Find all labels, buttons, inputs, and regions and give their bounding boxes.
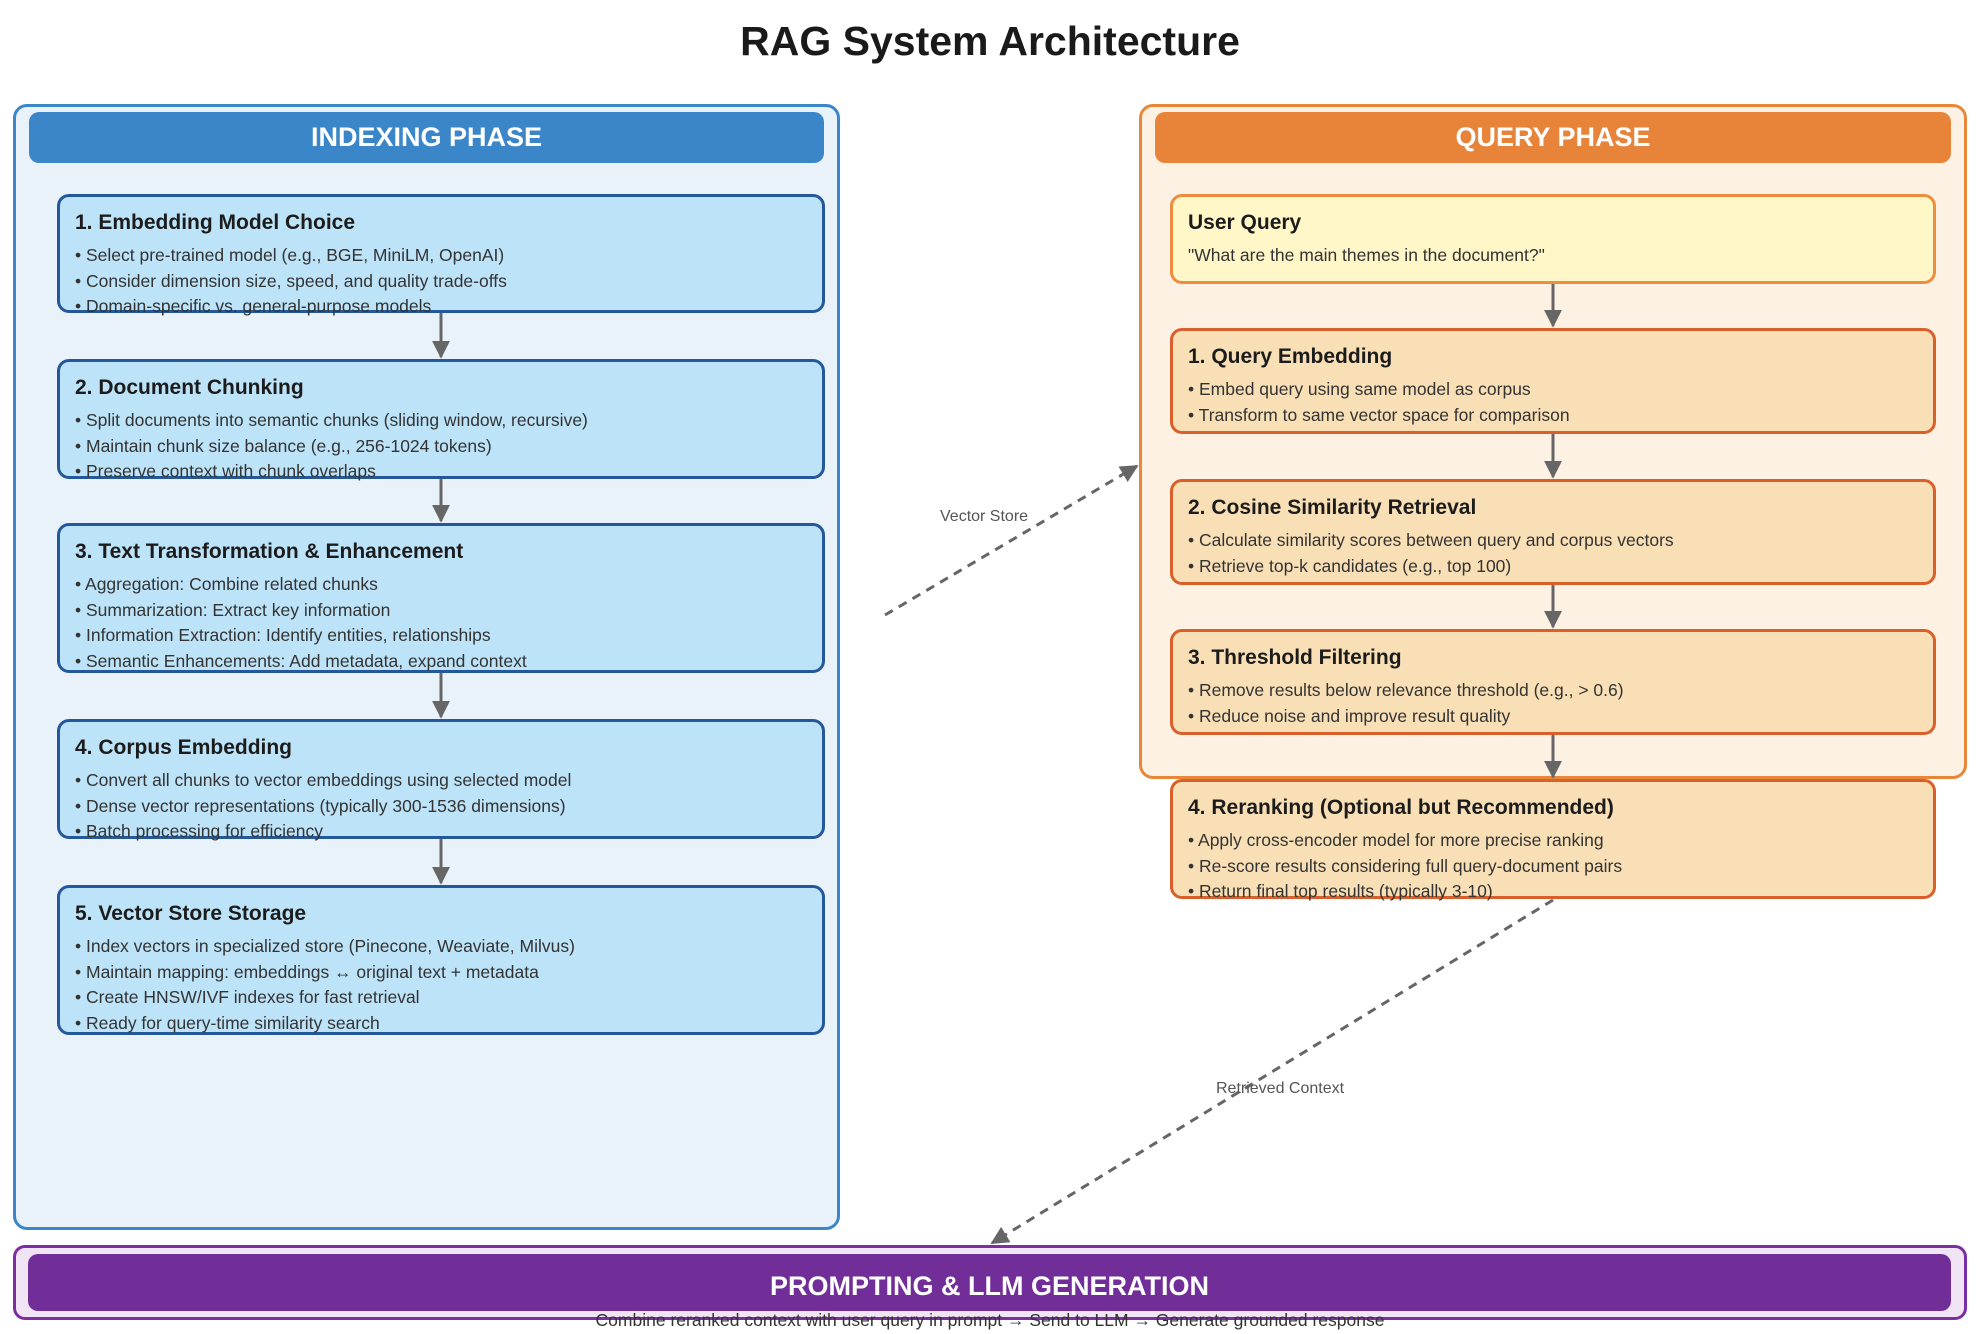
indexing-step-document-chunking: 2. Document Chunking • Split documents i… [57, 359, 825, 481]
step-bullet: • Domain-specific vs. general-purpose mo… [75, 296, 432, 316]
diagram-title: RAG System Architecture [740, 18, 1240, 64]
query-step-cosine-similarity: 2. Cosine Similarity Retrieval • Calcula… [1170, 479, 1936, 585]
step-bullet: • Batch processing for efficiency [75, 821, 324, 841]
user-query-text: "What are the main themes in the documen… [1188, 245, 1545, 265]
edge-label-vector-store: Vector Store [940, 508, 1029, 525]
arrow-vector-store [884, 464, 1139, 617]
step-bullet: • Create HNSW/IVF indexes for fast retri… [75, 987, 420, 1007]
query-phase-header: QUERY PHASE [1155, 112, 1951, 163]
query-step-reranking: 4. Reranking (Optional but Recommended) … [1170, 779, 1936, 901]
step-title: 1. Embedding Model Choice [75, 211, 356, 234]
step-bullet: • Semantic Enhancements: Add metadata, e… [75, 650, 527, 671]
step-bullet: • Calculate similarity scores between qu… [1188, 530, 1674, 550]
edge-label-retrieved-context: Retrieved Context [1216, 1080, 1345, 1097]
step-title: 2. Document Chunking [75, 376, 304, 399]
step-bullet: • Ready for query-time similarity search [75, 1012, 380, 1033]
step-title: 4. Corpus Embedding [75, 736, 293, 759]
step-title: 3. Threshold Filtering [1188, 646, 1402, 669]
step-bullet: • Remove results below relevance thresho… [1188, 680, 1624, 700]
step-bullet: • Maintain chunk size balance (e.g., 256… [75, 435, 492, 456]
step-title: 3. Text Transformation & Enhancement [75, 540, 464, 563]
step-bullet: • Split documents into semantic chunks (… [75, 410, 588, 430]
step-bullet: • Re-score results considering full quer… [1188, 855, 1623, 876]
step-bullet: • Select pre-trained model (e.g., BGE, M… [75, 245, 505, 265]
step-bullet: • Maintain mapping: embeddings ↔ origina… [75, 961, 539, 982]
step-bullet: • Aggregation: Combine related chunks [75, 574, 378, 594]
generation-phase-header: PROMPTING & LLM GENERATION [28, 1254, 1951, 1311]
step-bullet: • Dense vector representations (typicall… [75, 795, 566, 816]
step-bullet: • Reduce noise and improve result qualit… [1188, 705, 1511, 726]
step-bullet: • Summarization: Extract key information [75, 599, 391, 620]
step-title: 1. Query Embedding [1188, 345, 1393, 368]
step-bullet: • Embed query using same model as corpus [1188, 379, 1531, 399]
step-bullet: • Consider dimension size, speed, and qu… [75, 270, 507, 291]
step-bullet: • Apply cross-encoder model for more pre… [1188, 830, 1604, 850]
step-title: 2. Cosine Similarity Retrieval [1188, 496, 1477, 519]
indexing-step-corpus-embedding: 4. Corpus Embedding • Convert all chunks… [57, 719, 825, 841]
indexing-step-embedding-model-choice: 1. Embedding Model Choice • Select pre-t… [57, 194, 825, 316]
step-bullet: • Retrieve top-k candidates (e.g., top 1… [1188, 555, 1512, 576]
indexing-phase-header: INDEXING PHASE [29, 112, 824, 163]
step-title: 5. Vector Store Storage [75, 902, 307, 925]
step-bullet: • Index vectors in specialized store (Pi… [75, 936, 575, 956]
step-bullet: • Convert all chunks to vector embedding… [75, 770, 572, 790]
step-bullet: • Information Extraction: Identify entit… [75, 625, 491, 645]
indexing-step-vector-store-storage: 5. Vector Store Storage • Index vectors … [57, 885, 825, 1035]
query-step-query-embedding: 1. Query Embedding • Embed query using s… [1170, 328, 1936, 434]
indexing-step-text-transformation: 3. Text Transformation & Enhancement • A… [57, 523, 825, 673]
query-step-threshold-filtering: 3. Threshold Filtering • Remove results … [1170, 629, 1936, 735]
step-title: 4. Reranking (Optional but Recommended) [1188, 796, 1614, 819]
step-bullet: • Return final top results (typically 3-… [1188, 881, 1493, 901]
step-bullet: • Transform to same vector space for com… [1188, 404, 1570, 425]
step-title: User Query [1188, 211, 1302, 234]
generation-caption: Combine reranked context with user query… [595, 1310, 1385, 1330]
query-user-query-box: User Query "What are the main themes in … [1170, 194, 1936, 284]
step-bullet: • Preserve context with chunk overlaps [75, 461, 376, 481]
arrow-retrieved-context [990, 898, 1554, 1245]
